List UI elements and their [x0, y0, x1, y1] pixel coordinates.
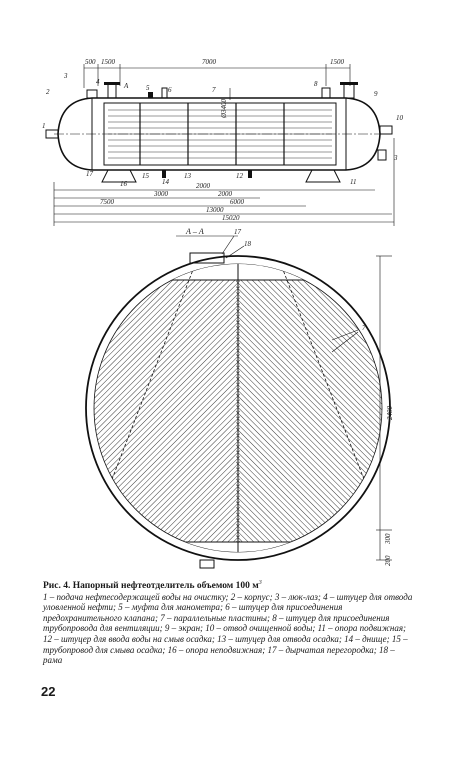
callout-4-left: 4: [96, 78, 100, 86]
callout-12: 12: [236, 172, 244, 180]
callout-8: 8: [314, 80, 318, 88]
callout-3-left: 3: [63, 72, 68, 80]
callout-15: 15: [142, 172, 150, 180]
page-number: 22: [41, 684, 56, 699]
dim-500: 500: [85, 58, 96, 66]
callout-13: 13: [184, 172, 192, 180]
callout-10: 10: [396, 114, 404, 122]
dim-2400: 2400: [386, 406, 394, 421]
dim-2000-b: 2000: [218, 190, 233, 198]
dim-3000: 3000: [153, 190, 169, 198]
caption-title: Рис. 4. Напорный нефтеотделитель объемом…: [43, 581, 259, 591]
callout-7: 7: [212, 86, 216, 94]
figure-caption: Рис. 4. Напорный нефтеотделитель объемом…: [43, 578, 415, 666]
callout-17: 17: [86, 170, 94, 178]
callout-7-section: 7: [362, 324, 366, 332]
dim-1500-right: 1500: [330, 58, 345, 66]
dim-13000: 13000: [206, 206, 224, 214]
callout-6: 6: [168, 86, 172, 94]
callout-5: 5: [146, 84, 150, 92]
dim-7000: 7000: [202, 58, 217, 66]
dim-200: 200: [384, 555, 392, 566]
dim-7500: 7500: [100, 198, 115, 206]
section-view: А – А 17 18 7 2400: [85, 227, 394, 569]
dim-1500-left: 1500: [101, 58, 116, 66]
callout-1: 1: [42, 122, 46, 130]
section-title: А – А: [185, 227, 204, 236]
callout-9: 9: [374, 90, 378, 98]
callout-18: 18: [244, 240, 252, 248]
caption-body: 1 – подача нефтесодержащей воды на очист…: [43, 591, 413, 666]
callout-3-right: 3: [393, 154, 398, 162]
callout-16: 16: [120, 180, 128, 188]
callout-A-left: A: [123, 82, 129, 90]
plates-right: [236, 280, 382, 542]
dim-6000: 6000: [230, 198, 245, 206]
callout-14: 14: [162, 178, 170, 186]
plates-left: [94, 280, 240, 542]
dim-15020: 15020: [222, 214, 240, 222]
dim-diameter: Ø3400: [220, 98, 228, 119]
caption-superscript: 3: [258, 580, 262, 586]
callout-17-section: 17: [234, 228, 242, 236]
dim-2000-a: 2000: [196, 182, 211, 190]
top-view: 500 1500 7000 1500 Ø3400 2000 3000 2000 …: [42, 58, 404, 226]
dim-300: 300: [384, 533, 392, 545]
callout-11: 11: [350, 178, 356, 186]
callout-2: 2: [46, 88, 50, 96]
